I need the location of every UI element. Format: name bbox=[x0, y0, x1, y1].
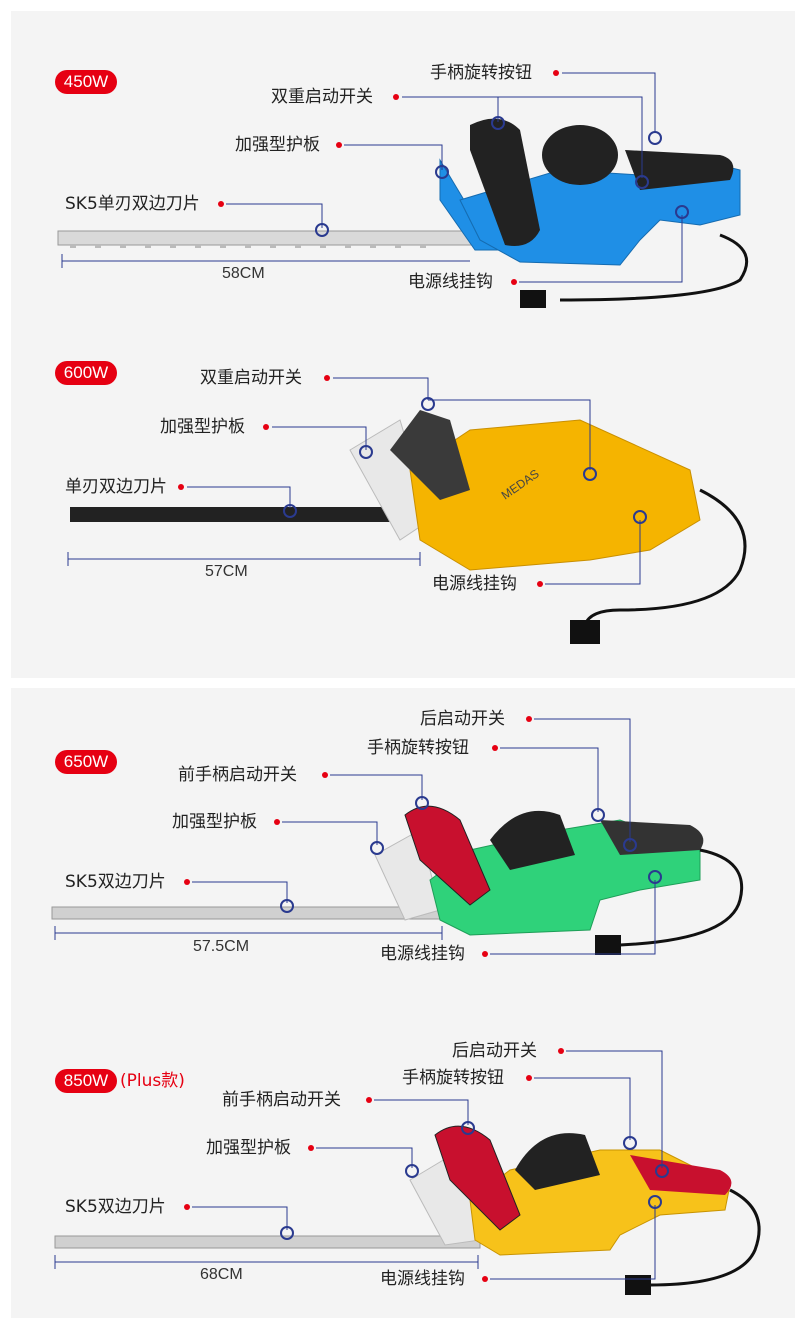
label-switch-600w: 双重启动开关 bbox=[200, 368, 302, 388]
label-front-switch-850w: 前手柄启动开关 bbox=[222, 1090, 341, 1110]
label-guard-850w: 加强型护板 bbox=[206, 1138, 291, 1158]
motor-cap-850w bbox=[515, 1133, 600, 1190]
label-blade-600w: 单刃双边刀片 bbox=[65, 477, 167, 497]
callouts-600w bbox=[67, 377, 641, 585]
body-600w bbox=[409, 419, 701, 571]
blade-450w bbox=[57, 230, 479, 246]
blade-600w bbox=[70, 507, 420, 522]
length-850w: 68CM bbox=[200, 1266, 243, 1283]
callout-dots-450w bbox=[218, 70, 689, 285]
cord-450w bbox=[559, 233, 749, 302]
blade-850w bbox=[54, 1235, 481, 1249]
label-guard-650w: 加强型护板 bbox=[172, 812, 257, 832]
label-hook-650w: 电源线挂钩 bbox=[380, 944, 465, 964]
length-450w: 58CM bbox=[222, 265, 265, 282]
plus-tag-850w: (Plus款) bbox=[120, 1071, 185, 1091]
trimmer-450w bbox=[57, 118, 749, 308]
length-650w: 57.5CM bbox=[193, 938, 250, 955]
label-front-switch-650w: 前手柄启动开关 bbox=[178, 765, 297, 785]
callout-dots-600w bbox=[178, 375, 647, 587]
plug-850w bbox=[625, 1275, 651, 1295]
callouts-650w bbox=[54, 718, 656, 955]
trimmer-600w: MEDAS bbox=[70, 410, 747, 644]
label-hook-850w: 电源线挂钩 bbox=[380, 1269, 465, 1289]
power-badge-650w: 650W bbox=[55, 750, 117, 774]
plug-450w bbox=[520, 290, 546, 308]
callout-dots-650w bbox=[184, 716, 662, 957]
label-guard-450w: 加强型护板 bbox=[235, 135, 320, 155]
label-hook-450w: 电源线挂钩 bbox=[408, 272, 493, 292]
rear-handle-850w bbox=[630, 1155, 732, 1195]
callout-dots-850w bbox=[184, 1048, 669, 1282]
cord-650w bbox=[619, 848, 744, 947]
label-rear-switch-850w: 后启动开关 bbox=[452, 1041, 537, 1061]
label-blade-450w: SK5单刃双边刀片 bbox=[65, 194, 200, 214]
callouts-450w bbox=[61, 72, 683, 283]
label-knob-450w: 手柄旋转按钮 bbox=[430, 63, 532, 83]
rear-handle-650w bbox=[600, 820, 704, 855]
power-badge-600w: 600W bbox=[55, 361, 117, 385]
front-handle-650w bbox=[404, 805, 491, 906]
motor-cap-650w bbox=[490, 810, 575, 870]
power-badge-450w: 450W bbox=[55, 70, 117, 94]
label-hook-600w: 电源线挂钩 bbox=[432, 574, 517, 594]
blade-650w bbox=[51, 906, 443, 920]
front-handle-450w bbox=[470, 118, 540, 246]
label-switch-450w: 双重启动开关 bbox=[271, 87, 373, 107]
label-knob-850w: 手柄旋转按钮 bbox=[402, 1068, 504, 1088]
length-600w: 57CM bbox=[205, 563, 248, 580]
callouts-850w bbox=[54, 1050, 663, 1280]
plug-650w bbox=[595, 935, 621, 955]
plug-600w bbox=[570, 620, 600, 644]
rear-handle-450w bbox=[625, 150, 734, 190]
panel-top bbox=[11, 11, 795, 678]
power-badge-850w: 850W bbox=[55, 1069, 117, 1093]
cord-850w bbox=[649, 1188, 761, 1287]
label-guard-600w: 加强型护板 bbox=[160, 417, 245, 437]
blade-teeth-450w bbox=[70, 244, 426, 248]
label-blade-850w: SK5双边刀片 bbox=[65, 1197, 166, 1217]
label-blade-650w: SK5双边刀片 bbox=[65, 872, 166, 892]
label-knob-650w: 手柄旋转按钮 bbox=[367, 738, 469, 758]
label-rear-switch-650w: 后启动开关 bbox=[420, 709, 505, 729]
motor-cap-450w bbox=[542, 125, 618, 185]
trimmer-650w bbox=[51, 805, 744, 955]
front-handle-600w bbox=[390, 410, 470, 500]
cord-600w bbox=[583, 488, 747, 626]
